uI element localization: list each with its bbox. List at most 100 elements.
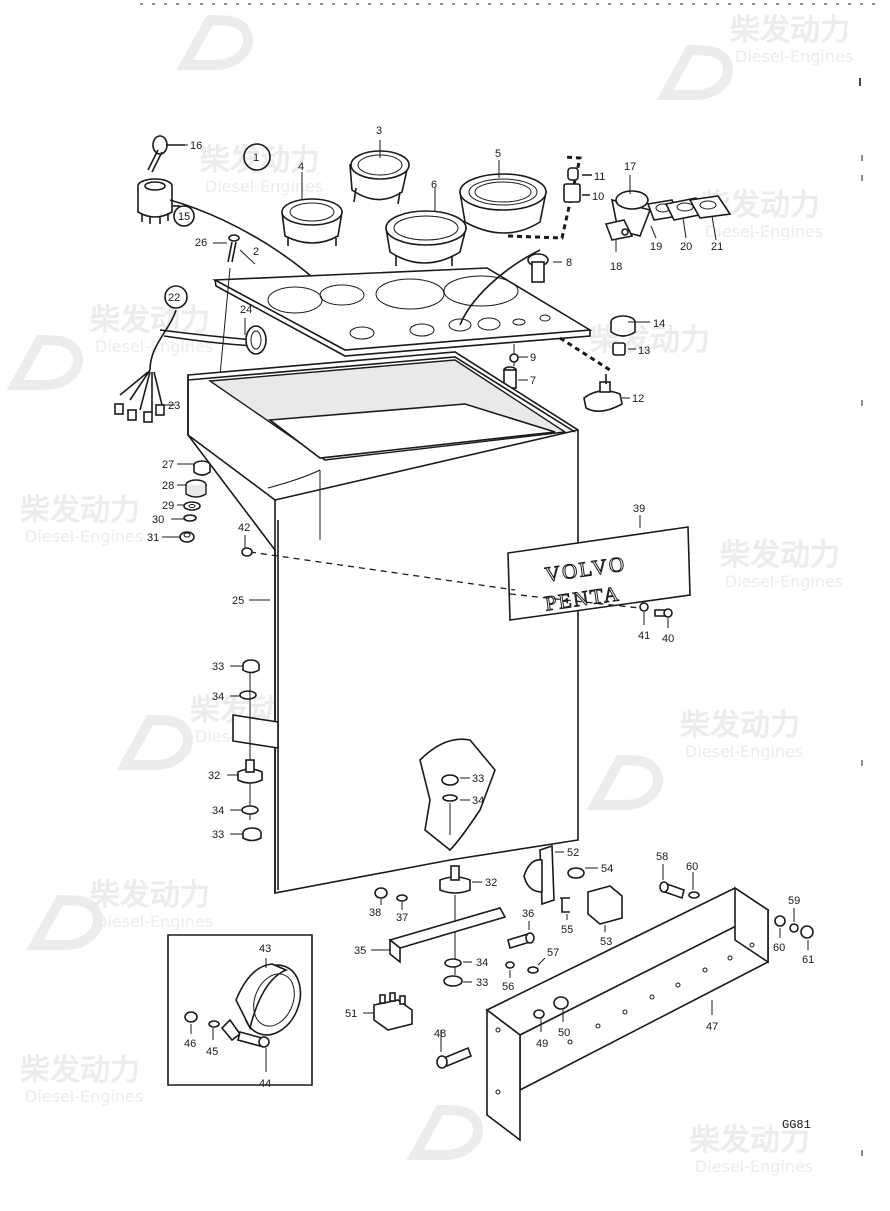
watermark-text: 柴发动力	[20, 493, 140, 528]
wire	[459, 249, 541, 326]
callout-51: 51	[345, 1008, 357, 1020]
watermark-text: 柴发动力	[730, 13, 850, 48]
washer-45	[208, 1020, 220, 1028]
callout-24: 24	[240, 304, 252, 316]
edge-marks	[859, 78, 863, 1156]
callout-33: 33	[212, 661, 224, 673]
watermark-subtitle: Diesel-Engines	[95, 912, 213, 931]
callout-19: 19	[650, 241, 662, 253]
callout-29: 29	[162, 500, 174, 512]
watermark-text: 柴发动力	[200, 143, 320, 178]
callout-16: 16	[190, 140, 202, 152]
callout-33c: 33	[472, 773, 484, 785]
clip-54	[567, 867, 585, 879]
callout-15: 15	[178, 211, 190, 223]
spring-55	[560, 897, 570, 913]
nut-33c	[443, 975, 463, 987]
nut-33	[242, 659, 260, 674]
callout-35: 35	[354, 945, 366, 957]
washer-57	[527, 966, 539, 974]
callout-14: 14	[653, 318, 665, 330]
ignition-key	[147, 135, 185, 173]
callout-32: 32	[208, 770, 220, 782]
callout-34: 34	[212, 691, 224, 703]
callout-2: 2	[253, 246, 259, 258]
callout-60b: 60	[773, 942, 785, 954]
callout-5: 5	[495, 148, 501, 160]
lamp-holder-8	[527, 253, 549, 283]
callout-58: 58	[656, 851, 668, 863]
fastener-axis	[249, 551, 516, 591]
callout-25: 25	[232, 595, 244, 607]
ignition-switch	[137, 178, 195, 227]
bracket-52	[523, 844, 555, 906]
nut-61	[800, 925, 814, 939]
watermark-subtitle: Diesel-Engines	[205, 177, 323, 196]
callout-38: 38	[369, 907, 381, 919]
bolt-48	[436, 1046, 473, 1069]
watermark-subtitle: Diesel-Engines	[25, 1087, 143, 1106]
washer-59	[789, 923, 799, 933]
callout-13: 13	[638, 345, 650, 357]
callout-28: 28	[162, 480, 174, 492]
screw-40	[654, 608, 673, 618]
watermark-layer: 柴发动力 Diesel-Engines 柴发动力 Diesel-Engines …	[6, 13, 853, 1176]
watermark-text: 柴发动力	[20, 1053, 140, 1088]
svg-text:1: 1	[253, 152, 259, 164]
bracket-plate	[232, 714, 279, 749]
lamp-9	[509, 344, 519, 366]
callout-59: 59	[788, 895, 800, 907]
nut-46	[184, 1011, 198, 1023]
callout-50: 50	[558, 1027, 570, 1039]
callout-39: 39	[633, 503, 645, 515]
washer-56	[505, 961, 515, 969]
washer-60b	[774, 915, 786, 927]
washer-34c	[444, 958, 462, 968]
nut-50	[553, 996, 569, 1010]
callout-18: 18	[610, 261, 622, 273]
washer-29	[183, 501, 201, 511]
watermark-subtitle: Diesel-Engines	[705, 222, 823, 241]
watermark-text: 柴发动力	[690, 1123, 810, 1158]
gauge-3	[349, 150, 410, 205]
washer-37	[396, 894, 408, 902]
gauge-5	[459, 173, 547, 234]
volvo-penta-nameplate: VOLVO PENTA	[507, 526, 691, 621]
callout-57: 57	[547, 947, 559, 959]
callout-11: 11	[594, 171, 605, 183]
watermark-text: 柴发动力	[590, 323, 710, 358]
callout-12: 12	[632, 393, 644, 405]
bracket-35	[388, 907, 507, 964]
callout-22: 22	[168, 292, 180, 304]
nut-33b	[242, 827, 262, 842]
callout-33d: 33	[476, 977, 488, 989]
washer-34b	[241, 805, 259, 815]
callout-labels: 2 3 4 5 6 7 8 9 10 11 12 13 14 15 16 17 …	[147, 125, 814, 1090]
watermark-subtitle: Diesel-Engines	[25, 527, 143, 546]
callout-60: 60	[686, 861, 698, 873]
nut-38	[374, 887, 388, 899]
bolt-36	[507, 932, 535, 950]
washer-34	[239, 690, 257, 700]
spacer-28	[185, 479, 207, 498]
group-marker-1: 1	[243, 143, 271, 171]
callout-21: 21	[711, 241, 723, 253]
bushing-13	[612, 342, 626, 356]
dash-link	[559, 336, 611, 372]
callout-34b: 34	[212, 805, 224, 817]
horn-43	[220, 963, 302, 1042]
callout-40: 40	[662, 633, 674, 645]
callout-7: 7	[530, 375, 536, 387]
drawing-code: GG81	[782, 1118, 811, 1132]
indicator-lamp	[507, 155, 592, 240]
callout-3: 3	[376, 125, 382, 137]
leader-lines	[162, 140, 809, 1072]
relay-51	[373, 992, 413, 1031]
callout-9: 9	[530, 352, 536, 364]
callout-6: 6	[431, 179, 437, 191]
callout-10: 10	[592, 191, 604, 203]
watermark-subtitle: Diesel-Engines	[695, 1157, 813, 1176]
callout-55: 55	[561, 924, 573, 936]
